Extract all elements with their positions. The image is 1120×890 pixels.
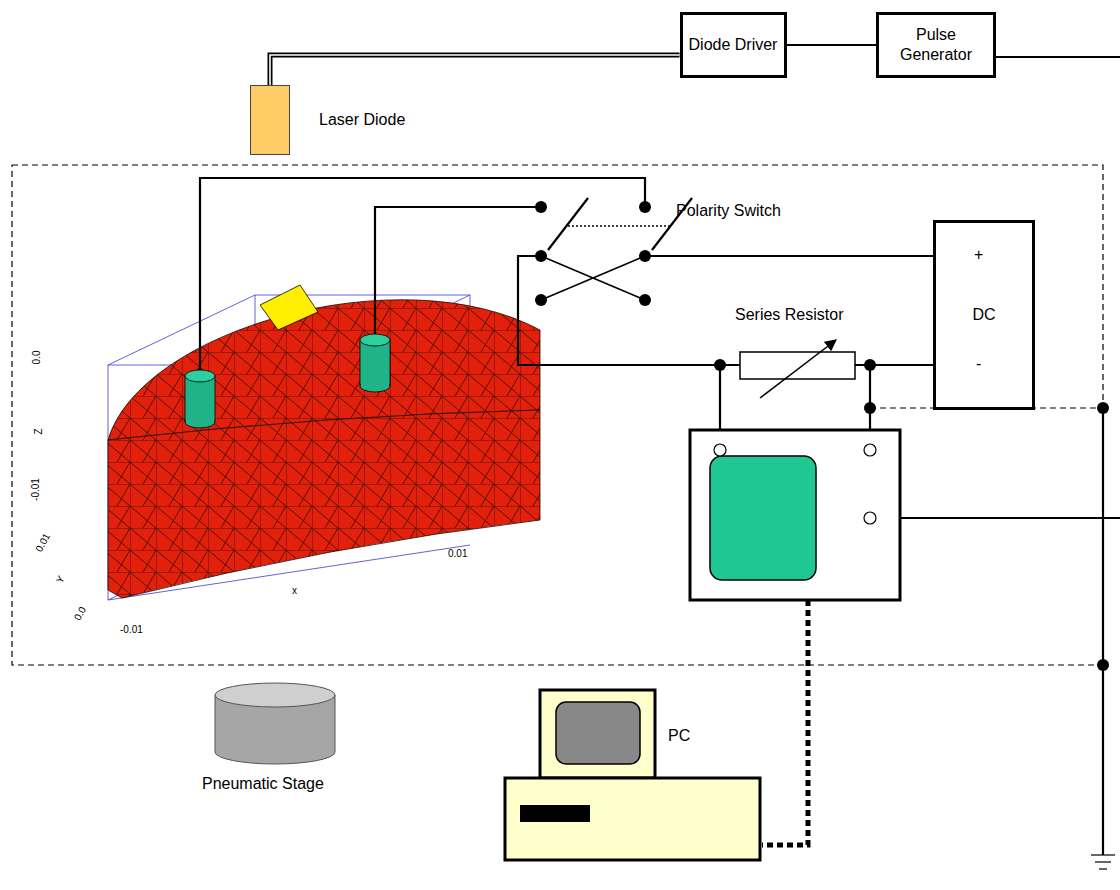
pneumatic-stage bbox=[215, 683, 335, 707]
axis-tick: -0.01 bbox=[120, 624, 143, 635]
wire bbox=[200, 57, 1120, 855]
pc-icon bbox=[505, 690, 760, 860]
box-label: Pulse Generator bbox=[879, 25, 993, 65]
part-label: Pneumatic Stage bbox=[202, 775, 324, 793]
pc-icon bbox=[540, 690, 655, 778]
resistor-symbol bbox=[714, 359, 726, 371]
polarity-switch bbox=[639, 250, 651, 262]
wire-group bbox=[787, 45, 877, 46]
resistor-symbol bbox=[864, 402, 876, 414]
ground-symbol bbox=[1091, 855, 1115, 869]
ground-symbol bbox=[1099, 868, 1107, 869]
axis-tick: 0.0 bbox=[72, 605, 88, 622]
resistor-symbol bbox=[1097, 402, 1109, 414]
pneumatic-stage bbox=[215, 683, 335, 764]
axis-name: Y bbox=[54, 574, 67, 585]
wire bbox=[645, 255, 960, 257]
electrode bbox=[186, 377, 214, 421]
polarity-switch bbox=[541, 256, 645, 300]
wire bbox=[1102, 408, 1104, 855]
polarity-switch bbox=[568, 225, 672, 227]
wire bbox=[375, 207, 541, 334]
mesh-model bbox=[108, 410, 540, 598]
mesh-model bbox=[108, 410, 540, 598]
pc-icon bbox=[556, 702, 640, 764]
part-label: Series Resistor bbox=[735, 306, 843, 324]
polarity-switch bbox=[535, 294, 547, 306]
mesh-model bbox=[108, 285, 540, 598]
axis-tick: 0.01 bbox=[448, 548, 467, 559]
oscilloscope bbox=[690, 430, 900, 600]
axis-name: Z bbox=[33, 428, 44, 434]
part-label: Polarity Switch bbox=[676, 202, 781, 220]
resistor-symbol bbox=[864, 359, 876, 371]
terminal-label: + bbox=[974, 246, 983, 264]
polarity-switch bbox=[535, 250, 547, 262]
pc-icon bbox=[505, 778, 760, 860]
electrode bbox=[360, 340, 390, 386]
pc-icon bbox=[520, 805, 590, 822]
electrode bbox=[185, 376, 215, 422]
resistor-symbol bbox=[760, 340, 836, 398]
resistor-symbol bbox=[1097, 659, 1109, 671]
polarity-switch bbox=[639, 201, 651, 213]
wire bbox=[200, 178, 645, 370]
polarity-switch bbox=[541, 256, 645, 300]
electrode bbox=[360, 334, 390, 392]
wire bbox=[876, 517, 1120, 519]
box-label: DC bbox=[972, 305, 995, 325]
wire-group bbox=[270, 55, 680, 85]
generator-box: Pulse Generator bbox=[876, 12, 996, 78]
mesh-model bbox=[260, 285, 318, 330]
laser-diode: Laser Diode bbox=[250, 85, 290, 155]
oscilloscope bbox=[714, 444, 726, 456]
cable bbox=[270, 55, 680, 85]
oscilloscope bbox=[864, 444, 876, 456]
electrode bbox=[185, 370, 215, 382]
ground-symbol bbox=[1095, 861, 1111, 862]
box-label: Diode Driver bbox=[689, 35, 778, 55]
terminal-label: - bbox=[976, 355, 981, 373]
part-label: PC bbox=[668, 727, 690, 745]
driver-box: Diode Driver bbox=[680, 12, 787, 78]
wire bbox=[990, 56, 1120, 58]
data-cable bbox=[762, 600, 808, 845]
oscilloscope bbox=[864, 512, 876, 524]
ground-symbol bbox=[1091, 854, 1115, 855]
wire bbox=[518, 256, 740, 365]
electrode bbox=[185, 370, 215, 428]
wire bbox=[787, 44, 877, 46]
resistor-symbol bbox=[740, 352, 855, 379]
polarity-switch bbox=[535, 201, 547, 213]
oscilloscope bbox=[710, 456, 816, 580]
axis-name: x bbox=[292, 585, 297, 596]
cable-core bbox=[270, 55, 680, 85]
oscilloscope bbox=[690, 430, 900, 600]
polarity-switch bbox=[535, 198, 692, 306]
component-label: Laser Diode bbox=[319, 110, 405, 130]
data-cable bbox=[762, 600, 808, 845]
polarity-switch bbox=[639, 294, 651, 306]
polarity-switch bbox=[548, 198, 588, 250]
enclosure-frame bbox=[12, 165, 1103, 665]
electrode bbox=[361, 341, 389, 385]
electrode bbox=[360, 334, 390, 346]
axis-tick: 0.0 bbox=[31, 351, 42, 365]
axis-tick: -0.01 bbox=[30, 478, 41, 501]
power-supply-box: DC bbox=[933, 220, 1035, 410]
enclosure-frame bbox=[12, 165, 1103, 665]
axis-tick: 0.01 bbox=[33, 531, 52, 553]
